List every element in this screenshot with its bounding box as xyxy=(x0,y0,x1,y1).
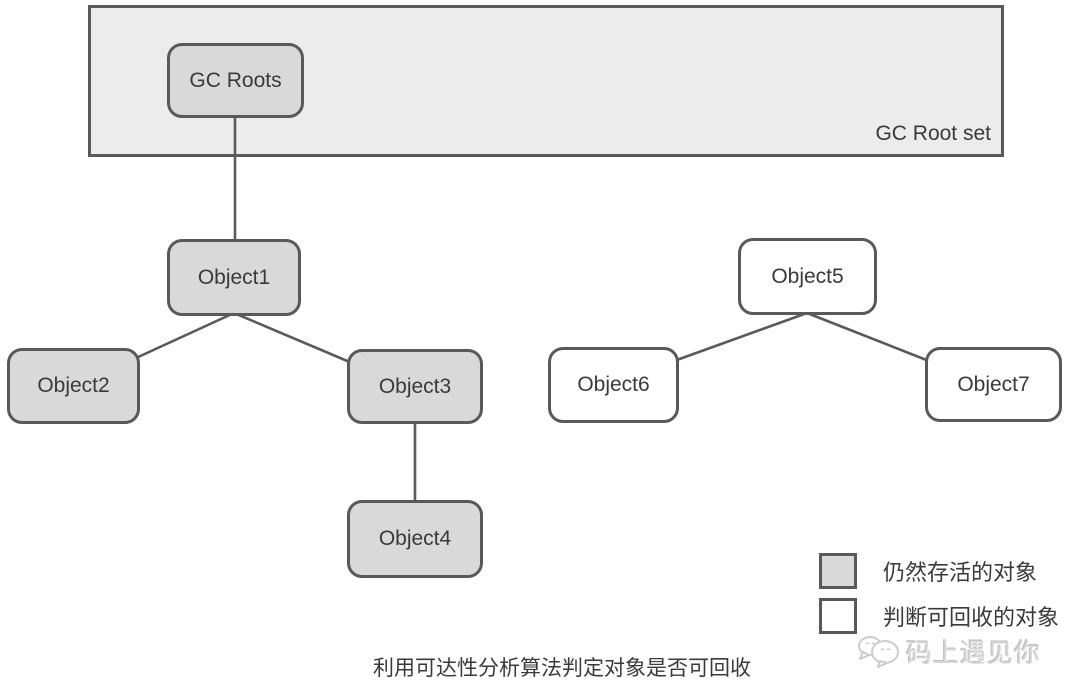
node-object2: Object2 xyxy=(7,348,140,424)
watermark-label: 码上遇见你 xyxy=(906,637,1042,668)
node-label: Object7 xyxy=(957,372,1030,396)
legend-item-recyclable: 判断可回收的对象 xyxy=(819,598,1059,634)
edge-object5-object7 xyxy=(806,311,930,363)
node-object6: Object6 xyxy=(548,347,679,423)
alive-swatch xyxy=(819,553,857,589)
watermark: 码上遇见你 xyxy=(856,632,1041,670)
node-gc-roots: GC Roots xyxy=(167,43,304,118)
node-object1: Object1 xyxy=(167,239,301,316)
edge-object1-object3 xyxy=(233,311,353,365)
node-object5: Object5 xyxy=(738,238,877,315)
node-label: Object6 xyxy=(577,373,650,396)
node-label: Object1 xyxy=(197,265,271,289)
node-label: Object2 xyxy=(37,374,110,397)
node-object3: Object3 xyxy=(347,349,483,424)
node-object4: Object4 xyxy=(347,500,483,578)
chat-bubbles-icon xyxy=(858,636,899,668)
edge-object1-object2 xyxy=(135,311,235,360)
legend: 仍然存活的对象 判断可回收的对象 xyxy=(819,553,1059,634)
legend-item-alive: 仍然存活的对象 xyxy=(819,553,1059,589)
diagram-caption: 利用可达性分析算法判定对象是否可回收 xyxy=(373,657,751,680)
node-label: Object4 xyxy=(378,527,452,550)
legend-label: 仍然存活的对象 xyxy=(883,560,1038,585)
recyclable-swatch xyxy=(819,598,857,634)
node-object7: Object7 xyxy=(925,347,1062,422)
node-label: Object5 xyxy=(771,264,844,288)
legend-label: 判断可回收的对象 xyxy=(883,605,1060,630)
node-label: Object3 xyxy=(378,374,452,398)
edge-object5-object6 xyxy=(673,311,808,363)
gc-root-set-label: GC Root set xyxy=(875,122,991,145)
node-label: GC Roots xyxy=(189,68,282,92)
